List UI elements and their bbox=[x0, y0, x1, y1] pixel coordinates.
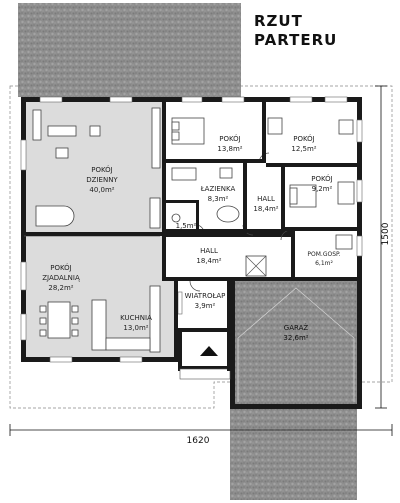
entry-arrow-icon bbox=[200, 346, 218, 356]
bathroom-name: ŁAZIENKA bbox=[200, 185, 236, 193]
room-hall-lower bbox=[166, 237, 291, 277]
room-garage bbox=[235, 281, 357, 404]
vestibule-name: WIATROŁAP bbox=[185, 292, 226, 300]
utility-fixtures bbox=[245, 234, 353, 277]
room-wc bbox=[166, 203, 196, 233]
dining-furniture bbox=[24, 235, 161, 353]
roof-outline bbox=[9, 85, 393, 409]
room-vestibule-entry bbox=[182, 332, 227, 366]
hall-lower-area: 18,4m² bbox=[196, 257, 221, 265]
bathroom-fixtures bbox=[171, 167, 240, 223]
room-vestibule bbox=[178, 281, 227, 328]
kitchen-area: 13,0m² bbox=[123, 324, 148, 332]
room-kitchen-ext bbox=[162, 281, 174, 357]
dining-area: 28,2m² bbox=[48, 284, 73, 292]
living-furniture bbox=[32, 107, 161, 229]
hall-upper-area: 18,4m² bbox=[253, 205, 278, 213]
room-labels: POKÓJ DZIENNY 40,0m² POKÓJ 13,8m² POKÓJ … bbox=[42, 134, 340, 342]
dining-name: POKÓJ bbox=[50, 263, 72, 272]
dining-name2: ZJADALNIĄ bbox=[42, 274, 80, 282]
porch-step bbox=[179, 368, 231, 380]
wc-area: 1,5m² bbox=[176, 222, 197, 230]
driveway bbox=[230, 400, 357, 500]
bedroom3-area: 9,2m² bbox=[312, 185, 333, 193]
garage-area: 32,6m² bbox=[283, 334, 308, 342]
dimension-depth-value: 1500 bbox=[381, 222, 391, 245]
title-line-2: PARTERU bbox=[254, 31, 337, 49]
bedroom2-name: POKÓJ bbox=[293, 134, 315, 143]
bedroom1-area: 13,8m² bbox=[217, 145, 242, 153]
bedroom3-name: POKÓJ bbox=[311, 174, 333, 183]
bedroom2-area: 12,5m² bbox=[291, 145, 316, 153]
bedroom-furniture bbox=[171, 117, 355, 208]
room-hall-upper bbox=[247, 163, 281, 229]
bedroom1-name: POKÓJ bbox=[219, 134, 241, 143]
hall-upper-name: HALL bbox=[257, 195, 275, 203]
dimension-depth: 1500 bbox=[375, 85, 391, 409]
utility-name: POM.GOSP. bbox=[307, 251, 340, 258]
kitchen-name: KUCHNIA bbox=[120, 314, 152, 322]
title-line-1: RZUT bbox=[254, 12, 303, 30]
partition-walls bbox=[26, 102, 357, 409]
living-name2: DZIENNY bbox=[86, 176, 118, 184]
dimension-width: 1620 bbox=[9, 424, 393, 446]
hall-lower-name: HALL bbox=[200, 247, 218, 255]
terrace bbox=[18, 3, 241, 97]
garage-roof-lines bbox=[237, 287, 355, 402]
dimension-width-value: 1620 bbox=[187, 436, 210, 446]
living-name: POKÓJ bbox=[91, 165, 113, 174]
living-area: 40,0m² bbox=[89, 186, 114, 194]
bathroom-area: 8,3m² bbox=[208, 195, 229, 203]
vestibule-area: 3,9m² bbox=[195, 302, 216, 310]
windows bbox=[20, 96, 363, 363]
utility-area: 6,1m² bbox=[315, 260, 333, 267]
garage-name: GARAŻ bbox=[284, 323, 309, 332]
